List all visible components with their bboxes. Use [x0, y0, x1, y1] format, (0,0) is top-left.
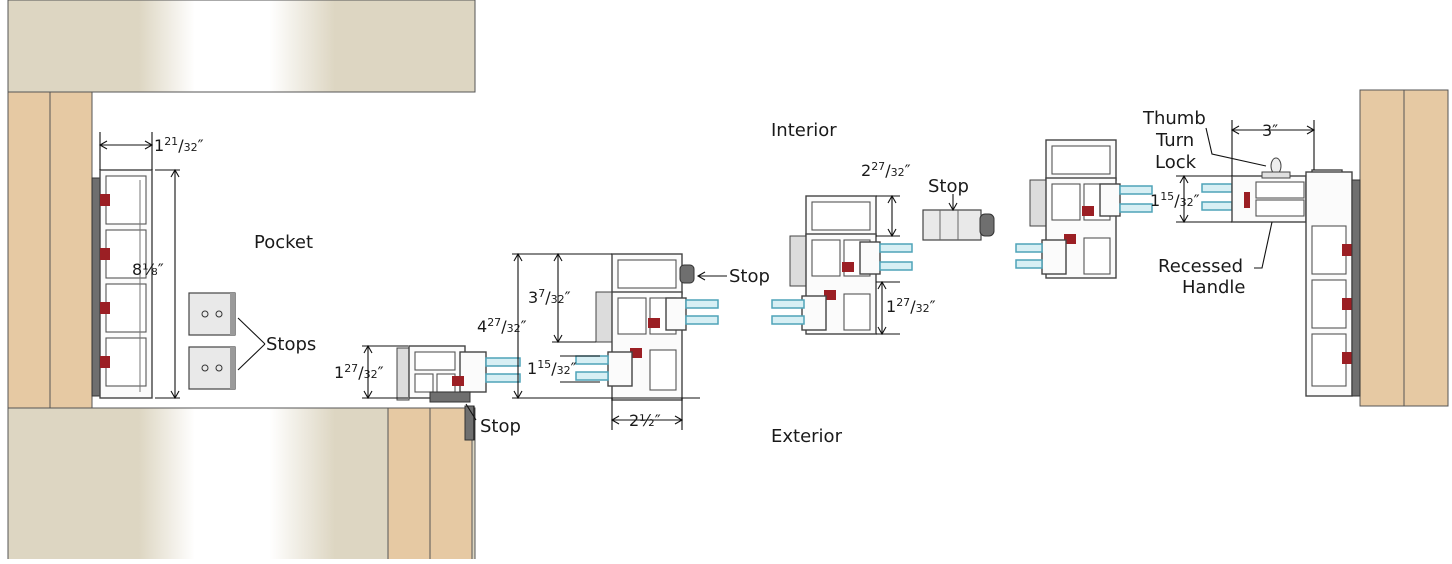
right-frame-stack	[1305, 171, 1361, 397]
label-exterior: Exterior	[771, 426, 843, 447]
label-stop-right: Stop	[928, 176, 969, 197]
label-thumb: Thumb	[1142, 108, 1206, 129]
dim-3: 3″	[1262, 121, 1278, 140]
stop-block-upper	[188, 292, 236, 336]
dimension-lines	[98, 120, 1316, 430]
frame-section-4	[1015, 139, 1153, 279]
left-jamb-wood	[7, 91, 93, 409]
upper-wall	[7, 0, 476, 93]
pocket-frame-stack	[91, 169, 153, 399]
frame-section-3	[771, 195, 913, 335]
leader-lines	[465, 127, 1273, 421]
label-interior: Interior	[771, 120, 837, 141]
frame-section-2	[575, 253, 719, 401]
dim-8-1-8: 8⅛″	[132, 260, 164, 279]
text-labels: Pocket Interior Exterior Stops Stop Stop…	[254, 108, 1245, 447]
frame-section-1	[396, 345, 521, 441]
dim-1-21-32: 121/32″	[154, 135, 204, 155]
label-stop-mid: Stop	[729, 266, 770, 287]
dim-1-27-32-left: 127/32″	[334, 362, 384, 382]
dim-1-15-32-mid: 115/32″	[527, 358, 577, 378]
label-pocket: Pocket	[254, 232, 313, 253]
label-lock: Lock	[1155, 152, 1197, 173]
bottom-jamb-wood	[387, 407, 473, 564]
stops-leaders	[237, 317, 266, 371]
dim-3-7-32: 37/32″	[528, 287, 571, 307]
label-recessed: Recessed	[1158, 256, 1243, 277]
dim-1-15-32-right: 115/32″	[1150, 190, 1200, 210]
dim-2-27-32: 227/32″	[861, 160, 911, 180]
dim-2-1-2: 2½″	[629, 411, 661, 430]
dim-4-27-32: 427/32″	[477, 316, 527, 336]
label-handle: Handle	[1182, 277, 1245, 298]
label-stops: Stops	[266, 334, 316, 355]
label-stop-bottom: Stop	[480, 416, 521, 437]
floating-stop	[922, 209, 995, 241]
label-turn: Turn	[1155, 130, 1194, 151]
dim-1-27-32-right: 127/32″	[886, 296, 936, 316]
stop-block-lower	[188, 346, 236, 390]
dimension-text: 121/32″ 8⅛″ 127/32″ 427/32″ 37/32″ 115/3…	[132, 121, 1278, 430]
right-jamb-wood	[1359, 89, 1449, 407]
